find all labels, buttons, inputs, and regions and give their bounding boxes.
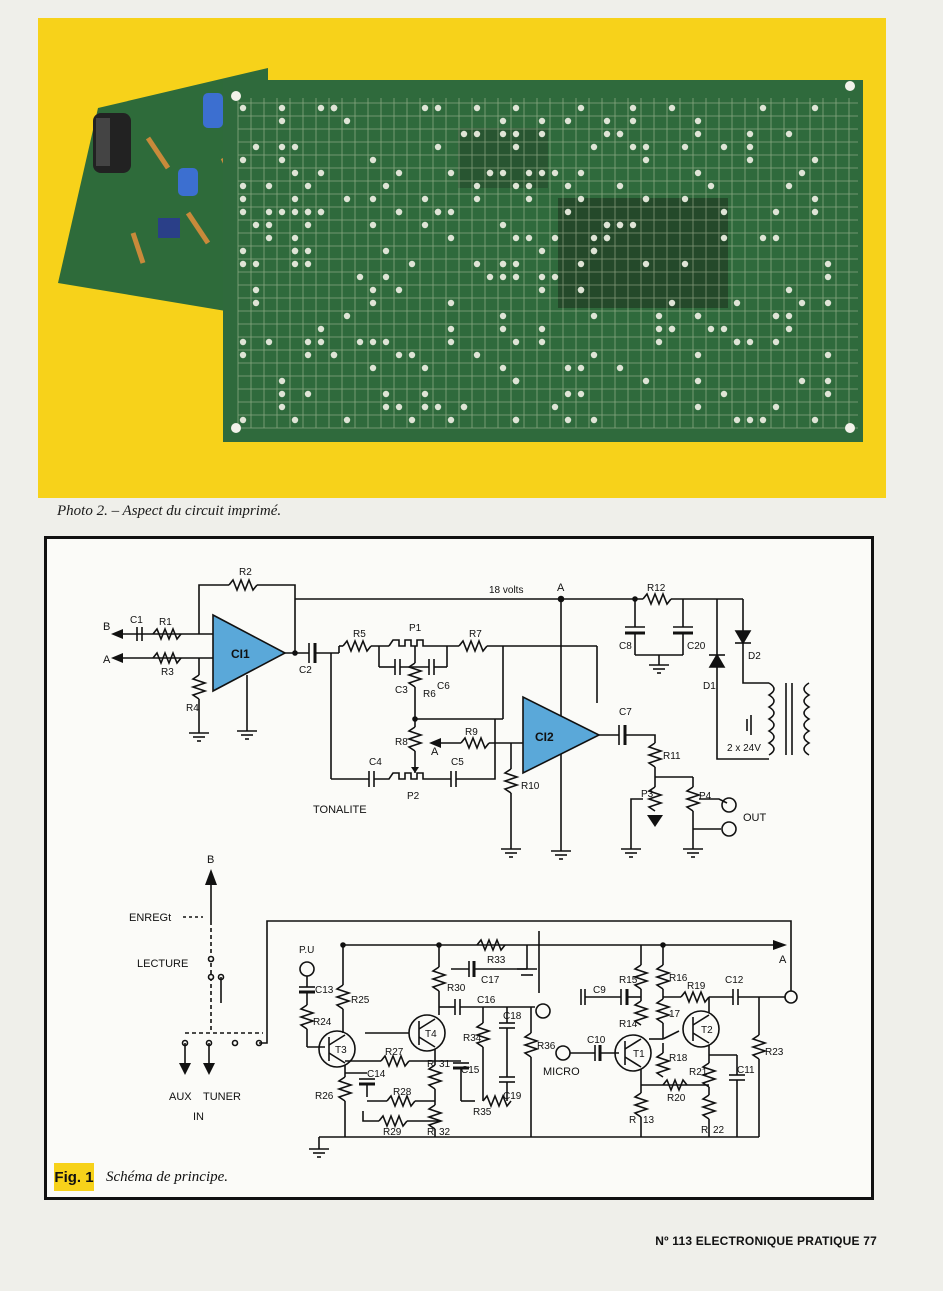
svg-text:R9: R9: [465, 727, 478, 738]
svg-text:R24: R24: [313, 1017, 332, 1028]
svg-text:C7: C7: [619, 707, 632, 718]
svg-text:P2: P2: [407, 791, 420, 802]
svg-text:P1: P1: [409, 623, 422, 634]
svg-text:R6: R6: [423, 689, 436, 700]
svg-text:R18: R18: [669, 1053, 688, 1064]
svg-text:32: 32: [439, 1127, 451, 1138]
svg-text:T2: T2: [701, 1025, 713, 1036]
svg-text:C2: C2: [299, 665, 312, 676]
svg-text:R27: R27: [385, 1047, 404, 1058]
pcb-illustration: [38, 18, 886, 498]
svg-text:B: B: [207, 854, 214, 866]
svg-text:B: B: [103, 621, 110, 633]
svg-text:R2: R2: [239, 567, 252, 578]
svg-text:R11: R11: [663, 751, 681, 762]
svg-text:R30: R30: [447, 983, 466, 994]
svg-text:C15: C15: [461, 1065, 480, 1076]
svg-text:D1: D1: [703, 681, 716, 692]
svg-text:R: R: [701, 1125, 708, 1136]
svg-text:C17: C17: [481, 975, 500, 986]
svg-text:C19: C19: [503, 1091, 522, 1102]
svg-text:R16: R16: [669, 973, 688, 984]
svg-text:R34: R34: [463, 1033, 482, 1044]
svg-text:P4: P4: [699, 791, 712, 802]
figure-caption: Schéma de principe.: [106, 1169, 229, 1185]
svg-text:MICRO: MICRO: [543, 1066, 580, 1078]
svg-text:17: 17: [669, 1009, 681, 1020]
svg-text:C8: C8: [619, 641, 632, 652]
svg-text:AUX: AUX: [169, 1091, 192, 1103]
svg-text:A: A: [557, 582, 565, 594]
svg-text:C6: C6: [437, 681, 450, 692]
svg-text:R: R: [427, 1127, 434, 1138]
svg-text:18 volts: 18 volts: [489, 585, 523, 596]
svg-text:CI1: CI1: [231, 647, 250, 661]
svg-text:C11: C11: [737, 1065, 755, 1076]
svg-text:TUNER: TUNER: [203, 1091, 241, 1103]
svg-text:C20: C20: [687, 641, 706, 652]
svg-text:R36: R36: [537, 1041, 556, 1052]
svg-text:22: 22: [713, 1125, 725, 1136]
svg-text:C12: C12: [725, 975, 744, 986]
svg-text:TONALITE: TONALITE: [313, 804, 367, 816]
svg-text:R35: R35: [473, 1107, 492, 1118]
svg-text:D2: D2: [748, 651, 761, 662]
svg-text:IN: IN: [193, 1111, 204, 1123]
page-footer: Nº 113 ELECTRONIQUE PRATIQUE 77: [655, 1234, 877, 1248]
svg-text:C9: C9: [593, 985, 606, 996]
svg-text:P3: P3: [641, 789, 654, 800]
svg-text:R10: R10: [521, 781, 540, 792]
svg-text:C1: C1: [130, 615, 143, 626]
svg-text:C13: C13: [315, 985, 334, 996]
svg-text:R: R: [427, 1059, 434, 1070]
svg-text:R19: R19: [687, 981, 706, 992]
schematic-frame: CI1 B C1 R1 A R3 R4 R2 C2 18 volts A: [44, 536, 874, 1200]
svg-text:13: 13: [643, 1115, 655, 1126]
svg-text:T4: T4: [425, 1029, 437, 1040]
svg-text:R20: R20: [667, 1093, 686, 1104]
svg-text:R23: R23: [765, 1047, 784, 1058]
pcb-photo: [38, 18, 886, 498]
svg-text:CI2: CI2: [535, 730, 554, 744]
svg-text:C3: C3: [395, 685, 408, 696]
svg-text:R3: R3: [161, 667, 174, 678]
svg-text:R1: R1: [159, 617, 172, 628]
svg-text:ENREGt: ENREGt: [129, 912, 171, 924]
svg-text:R4: R4: [186, 703, 199, 714]
svg-text:31: 31: [439, 1059, 451, 1070]
svg-text:R7: R7: [469, 629, 482, 640]
svg-text:T3: T3: [335, 1045, 347, 1056]
svg-text:R33: R33: [487, 955, 506, 966]
svg-text:OUT: OUT: [743, 812, 767, 824]
svg-text:R8: R8: [395, 737, 408, 748]
svg-text:C14: C14: [367, 1069, 386, 1080]
svg-text:P.U: P.U: [299, 945, 314, 956]
svg-text:LECTURE: LECTURE: [137, 958, 188, 970]
photo-caption: Photo 2. – Aspect du circuit imprimé.: [57, 503, 282, 519]
circuit-schematic: CI1 B C1 R1 A R3 R4 R2 C2 18 volts A: [103, 567, 811, 1158]
svg-text:A: A: [431, 746, 439, 758]
svg-text:R25: R25: [351, 995, 370, 1006]
svg-text:R15: R15: [619, 975, 638, 986]
svg-text:C18: C18: [503, 1011, 522, 1022]
svg-text:R26: R26: [315, 1091, 334, 1102]
svg-text:R5: R5: [353, 629, 366, 640]
svg-text:R29: R29: [383, 1127, 402, 1138]
svg-text:R21: R21: [689, 1067, 708, 1078]
svg-text:A: A: [779, 954, 787, 966]
svg-text:C16: C16: [477, 995, 496, 1006]
svg-text:T1: T1: [633, 1049, 645, 1060]
svg-text:R14: R14: [619, 1019, 638, 1030]
svg-text:C10: C10: [587, 1035, 606, 1046]
svg-text:R12: R12: [647, 583, 666, 594]
svg-text:C5: C5: [451, 757, 464, 768]
svg-text:R: R: [629, 1115, 636, 1126]
svg-text:C4: C4: [369, 757, 382, 768]
svg-text:2 x 24V: 2 x 24V: [727, 743, 761, 754]
figure-badge: Fig. 1: [54, 1163, 94, 1191]
svg-text:A: A: [103, 654, 111, 666]
svg-text:R28: R28: [393, 1087, 412, 1098]
